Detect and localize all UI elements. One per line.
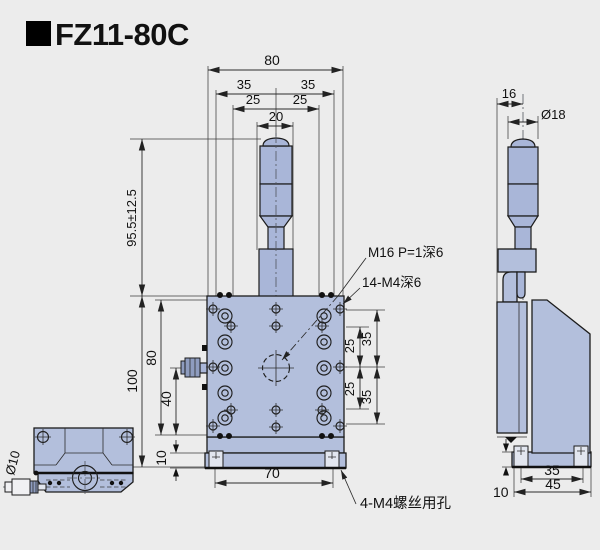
annotation-center-thread: M16 P=1深6 [368,245,443,260]
dim-knob-diameter: Ø10 [2,449,23,477]
side-top-bracket [497,248,537,273]
knob-head [184,357,201,378]
plan-lower-body [37,472,134,493]
dim-lower-outer: 35 [359,390,374,404]
dim-mount-span-left: 35 [237,77,251,92]
front-hole-pattern [206,302,347,434]
plan-bottom-details [33,470,128,488]
front-view: 80 35 35 25 25 20 95.5±12.5 100 80 40 10 [124,52,452,512]
dim-base-hole-span: 70 [264,465,280,481]
side-carriage-column [496,301,528,434]
plan-side-knob [3,478,50,496]
dim-foot-span: 35 [544,462,560,478]
dim-upper-inner: 25 [342,339,357,353]
annotation-face-threads: 14-M4深6 [362,275,421,290]
front-right-dimensions: 25 35 25 35 [342,310,381,424]
plan-corner-marks [35,429,135,445]
side-bottom-dimensions: 35 45 10 [493,439,592,500]
dim-inner-span-left: 25 [246,92,260,107]
side-view: 16 Ø18 [493,86,592,500]
dim-inner-span-right: 25 [293,92,307,107]
front-annotations: M16 P=1深6 14-M4深6 4-M4螺丝用孔 [281,245,452,512]
front-left-dimensions: 95.5±12.5 100 80 40 10 [124,139,180,481]
dim-knob-center-height: 40 [158,391,174,407]
plan-internal-lines [34,428,133,466]
title-bullet-square [26,21,51,46]
dim-total-depth: 45 [545,476,561,492]
page-title: FZ11-80C [55,17,189,52]
top-view: Ø10 [2,427,135,496]
dim-body-height: 80 [143,350,159,366]
dim-base-height-side: 10 [493,484,509,500]
dim-base-height-front: 10 [153,450,169,466]
title-block: FZ11-80C [26,17,189,52]
thread-hole-marks [206,302,347,434]
front-micrometer [258,133,294,300]
dim-upper-outer: 35 [359,332,374,346]
dim-spindle-diameter: Ø18 [541,107,566,122]
front-lower-strip [206,436,345,454]
side-bent-arm [502,271,518,303]
side-spindle-tip [516,271,526,299]
annotation-base-screw-holes: 4-M4螺丝用孔 [360,495,452,512]
dim-total-height: 100 [124,369,140,393]
dim-spindle-offset: 16 [502,86,516,101]
center-thread-hole [258,350,294,386]
plan-knob-head [11,478,31,496]
dim-lower-inner: 25 [342,382,357,396]
front-top-dimensions: 80 35 35 25 25 20 [208,52,343,130]
front-bottom-dimension: 70 [215,465,333,487]
plan-center-boss [67,461,103,496]
side-body [496,299,592,469]
plan-body [33,427,134,474]
dim-spindle-width: 20 [269,109,283,124]
dim-mount-span-right: 35 [301,77,315,92]
dim-total-width: 80 [264,52,280,68]
side-micrometer [497,138,540,303]
front-side-knob [180,357,208,378]
dim-height-travel: 95.5±12.5 [124,189,139,247]
side-main-block [531,299,591,454]
side-dimensions: 16 Ø18 [496,86,566,302]
